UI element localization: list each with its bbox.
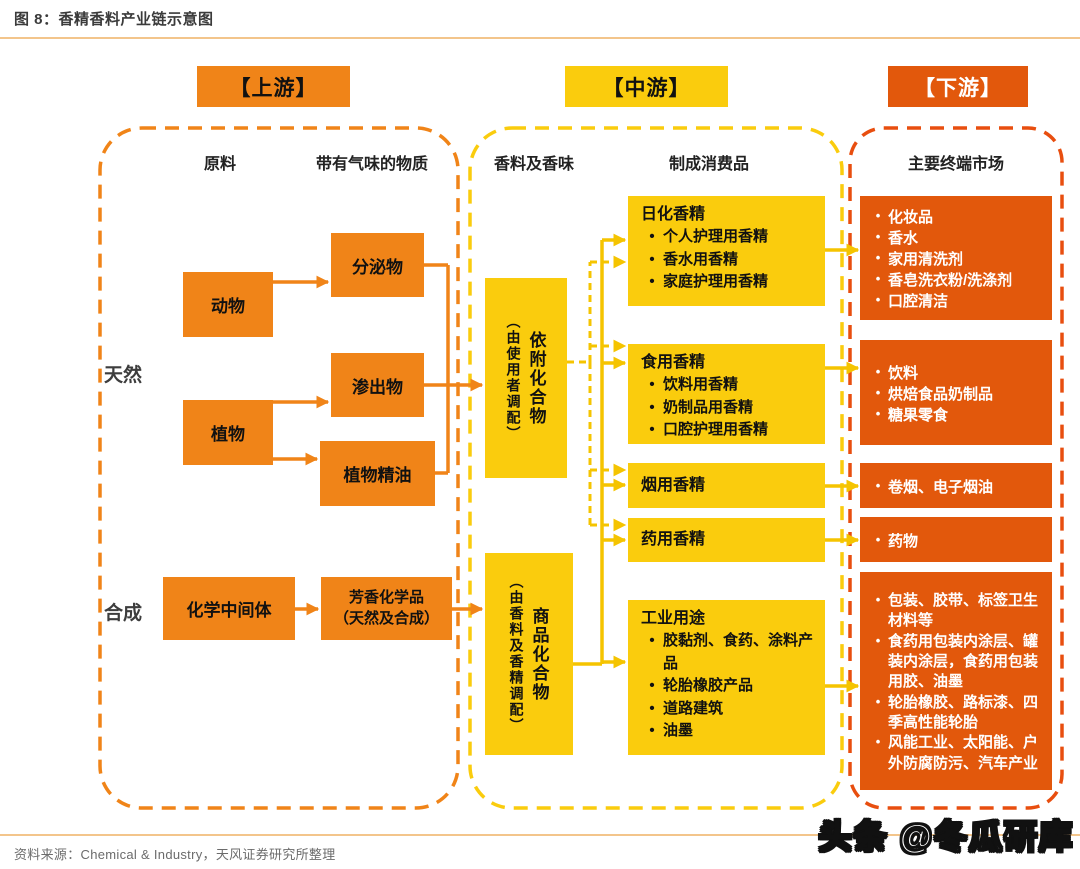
bullet-item: •香水 (875, 229, 919, 247)
source-note: 资料来源：Chemical & Industry，天风证券研究所整理 (14, 847, 336, 862)
bullet-item: •包装、胶带、标签卫生材料等 (875, 591, 1039, 630)
bullet-item: •烘焙食品奶制品 (875, 384, 994, 403)
label-odorous-substance: 带有气味的物质 (315, 156, 428, 173)
box-market-tobacco: •卷烟、电子烟油 (860, 463, 1052, 508)
bullet-item: •食药用包装内涂层、罐装内涂层，食药用包装用胶、油墨 (875, 632, 1039, 691)
bullet-item: •糖果零食 (875, 405, 949, 424)
bottom-divider-line (0, 834, 1080, 836)
bullet-item: •个人护理用香精 (649, 228, 769, 246)
bullet-item: •口腔护理用香精 (649, 421, 769, 439)
box-plant-essential-oil: 植物精油 (320, 441, 435, 506)
bullet-item: •化妆品 (875, 208, 934, 226)
product-title: 日化香精 (641, 206, 706, 223)
bullet-item: •卷烟、电子烟油 (875, 477, 994, 496)
upstream-container-border (98, 126, 460, 810)
label-raw-material: 原料 (203, 156, 236, 173)
bullet-item: •道路建筑 (649, 699, 724, 717)
upstream-arrows (273, 263, 484, 616)
bullet-item: •轮胎橡胶产品 (649, 677, 754, 695)
adhering-compound-main: 依附化合物 (526, 330, 546, 426)
bullet-item: •香水用香精 (649, 250, 739, 268)
label-natural: 天然 (104, 365, 143, 386)
downstream-container-border (848, 126, 1064, 810)
bullet-item: •家庭护理用香精 (649, 273, 769, 291)
upstream-header: 【上游】 (197, 66, 350, 107)
figure-title: 图 8：香精香料产业链示意图 (14, 11, 214, 28)
aroma-chemicals-line1: 芳香化学品 (348, 589, 424, 607)
bullet-item: •奶制品用香精 (649, 398, 754, 416)
product-items: •饮料用香精 •奶制品用香精 •口腔护理用香精 (641, 374, 817, 442)
bullet-item: •饮料 (875, 363, 919, 382)
label-fragrance-and-flavor: 香料及香味 (493, 156, 574, 173)
market-items: •化妆品 •香水 •家用清洗剂 •香皂洗衣粉/洗涤剂 •口腔清洁 (868, 207, 1046, 312)
adhering-compound-sub: （由使用者调配） (505, 314, 522, 442)
label-main-end-markets: 主要终端市场 (907, 156, 1004, 173)
bullet-item: •药物 (875, 531, 919, 550)
box-adhering-compound: 依附化合物 （由使用者调配） (485, 278, 567, 478)
dashed-containers (98, 126, 1064, 810)
box-industrial-use: 工业用途 •胶黏剂、食药、涂料产品 •轮胎橡胶产品 •道路建筑 •油墨 (628, 600, 825, 755)
watermark: 头条 @冬瓜研库 (818, 817, 1074, 856)
bullet-item: •油墨 (649, 722, 694, 740)
midstream-header: 【中游】 (565, 66, 728, 107)
product-title: 药用香精 (641, 531, 706, 549)
box-market-daily-chemical: •化妆品 •香水 •家用清洗剂 •香皂洗衣粉/洗涤剂 •口腔清洁 (860, 196, 1052, 320)
downstream-header: 【下游】 (888, 66, 1028, 107)
box-food-flavor: 食用香精 •饮料用香精 •奶制品用香精 •口腔护理用香精 (628, 344, 825, 444)
box-exudate: 渗出物 (331, 353, 424, 417)
market-items: •饮料 •烘焙食品奶制品 •糖果零食 (868, 363, 1046, 426)
box-tobacco-flavor: 烟用香精 (628, 463, 825, 508)
box-market-pharma: •药物 (860, 517, 1052, 562)
bullet-item: •胶黏剂、食药、涂料产品 (649, 632, 814, 672)
commodity-compound-main: 商品化合物 (529, 606, 549, 702)
bullet-item: •家用清洗剂 (875, 250, 964, 268)
box-daily-chemical-fragrance: 日化香精 •个人护理用香精 •香水用香精 •家庭护理用香精 (628, 196, 825, 306)
box-market-industrial: •包装、胶带、标签卫生材料等•食药用包装内涂层、罐装内涂层，食药用包装用胶、油墨… (860, 572, 1052, 790)
product-items: •胶黏剂、食药、涂料产品 •轮胎橡胶产品 •道路建筑 •油墨 (641, 630, 817, 743)
product-title: 工业用途 (641, 610, 706, 627)
box-plant: 植物 (183, 400, 273, 465)
market-items: •包装、胶带、标签卫生材料等•食药用包装内涂层、罐装内涂层，食药用包装用胶、油墨… (868, 591, 1046, 775)
box-commodity-compound: 商品化合物 （由香料及香精调配） (485, 553, 573, 755)
box-animal: 动物 (183, 272, 273, 337)
box-market-food: •饮料 •烘焙食品奶制品 •糖果零食 (860, 340, 1052, 445)
label-consumer-goods: 制成消费品 (668, 156, 749, 173)
bullet-item: •口腔清洁 (875, 292, 949, 310)
label-synthetic: 合成 (104, 603, 143, 624)
market-items: •药物 (868, 531, 1046, 552)
bullet-item: •香皂洗衣粉/洗涤剂 (875, 271, 1013, 289)
top-divider-line (0, 37, 1080, 39)
bullet-item: •风能工业、太阳能、户外防腐防污、汽车产业 (875, 734, 1039, 772)
product-title: 食用香精 (641, 354, 706, 371)
commodity-compound-sub: （由香料及香精调配） (508, 574, 525, 734)
market-items: •卷烟、电子烟油 (868, 477, 1046, 498)
bullet-item: •轮胎橡胶、路标漆、四季高性能轮胎 (875, 693, 1039, 732)
product-title: 烟用香精 (641, 476, 706, 494)
midstream-dashed-arrows (567, 255, 627, 532)
box-aroma-chemicals: 芳香化学品 （天然及合成） (321, 577, 452, 640)
box-pharma-flavor: 药用香精 (628, 518, 825, 562)
bullet-item: •饮料用香精 (649, 376, 739, 394)
aroma-chemicals-line2: （天然及合成） (333, 609, 439, 627)
midstream-solid-arrows (573, 233, 860, 693)
midstream-container-border (468, 126, 844, 810)
product-items: •个人护理用香精 •香水用香精 •家庭护理用香精 (641, 226, 817, 294)
box-secretion: 分泌物 (331, 233, 424, 297)
box-chemical-intermediate: 化学中间体 (163, 577, 295, 640)
